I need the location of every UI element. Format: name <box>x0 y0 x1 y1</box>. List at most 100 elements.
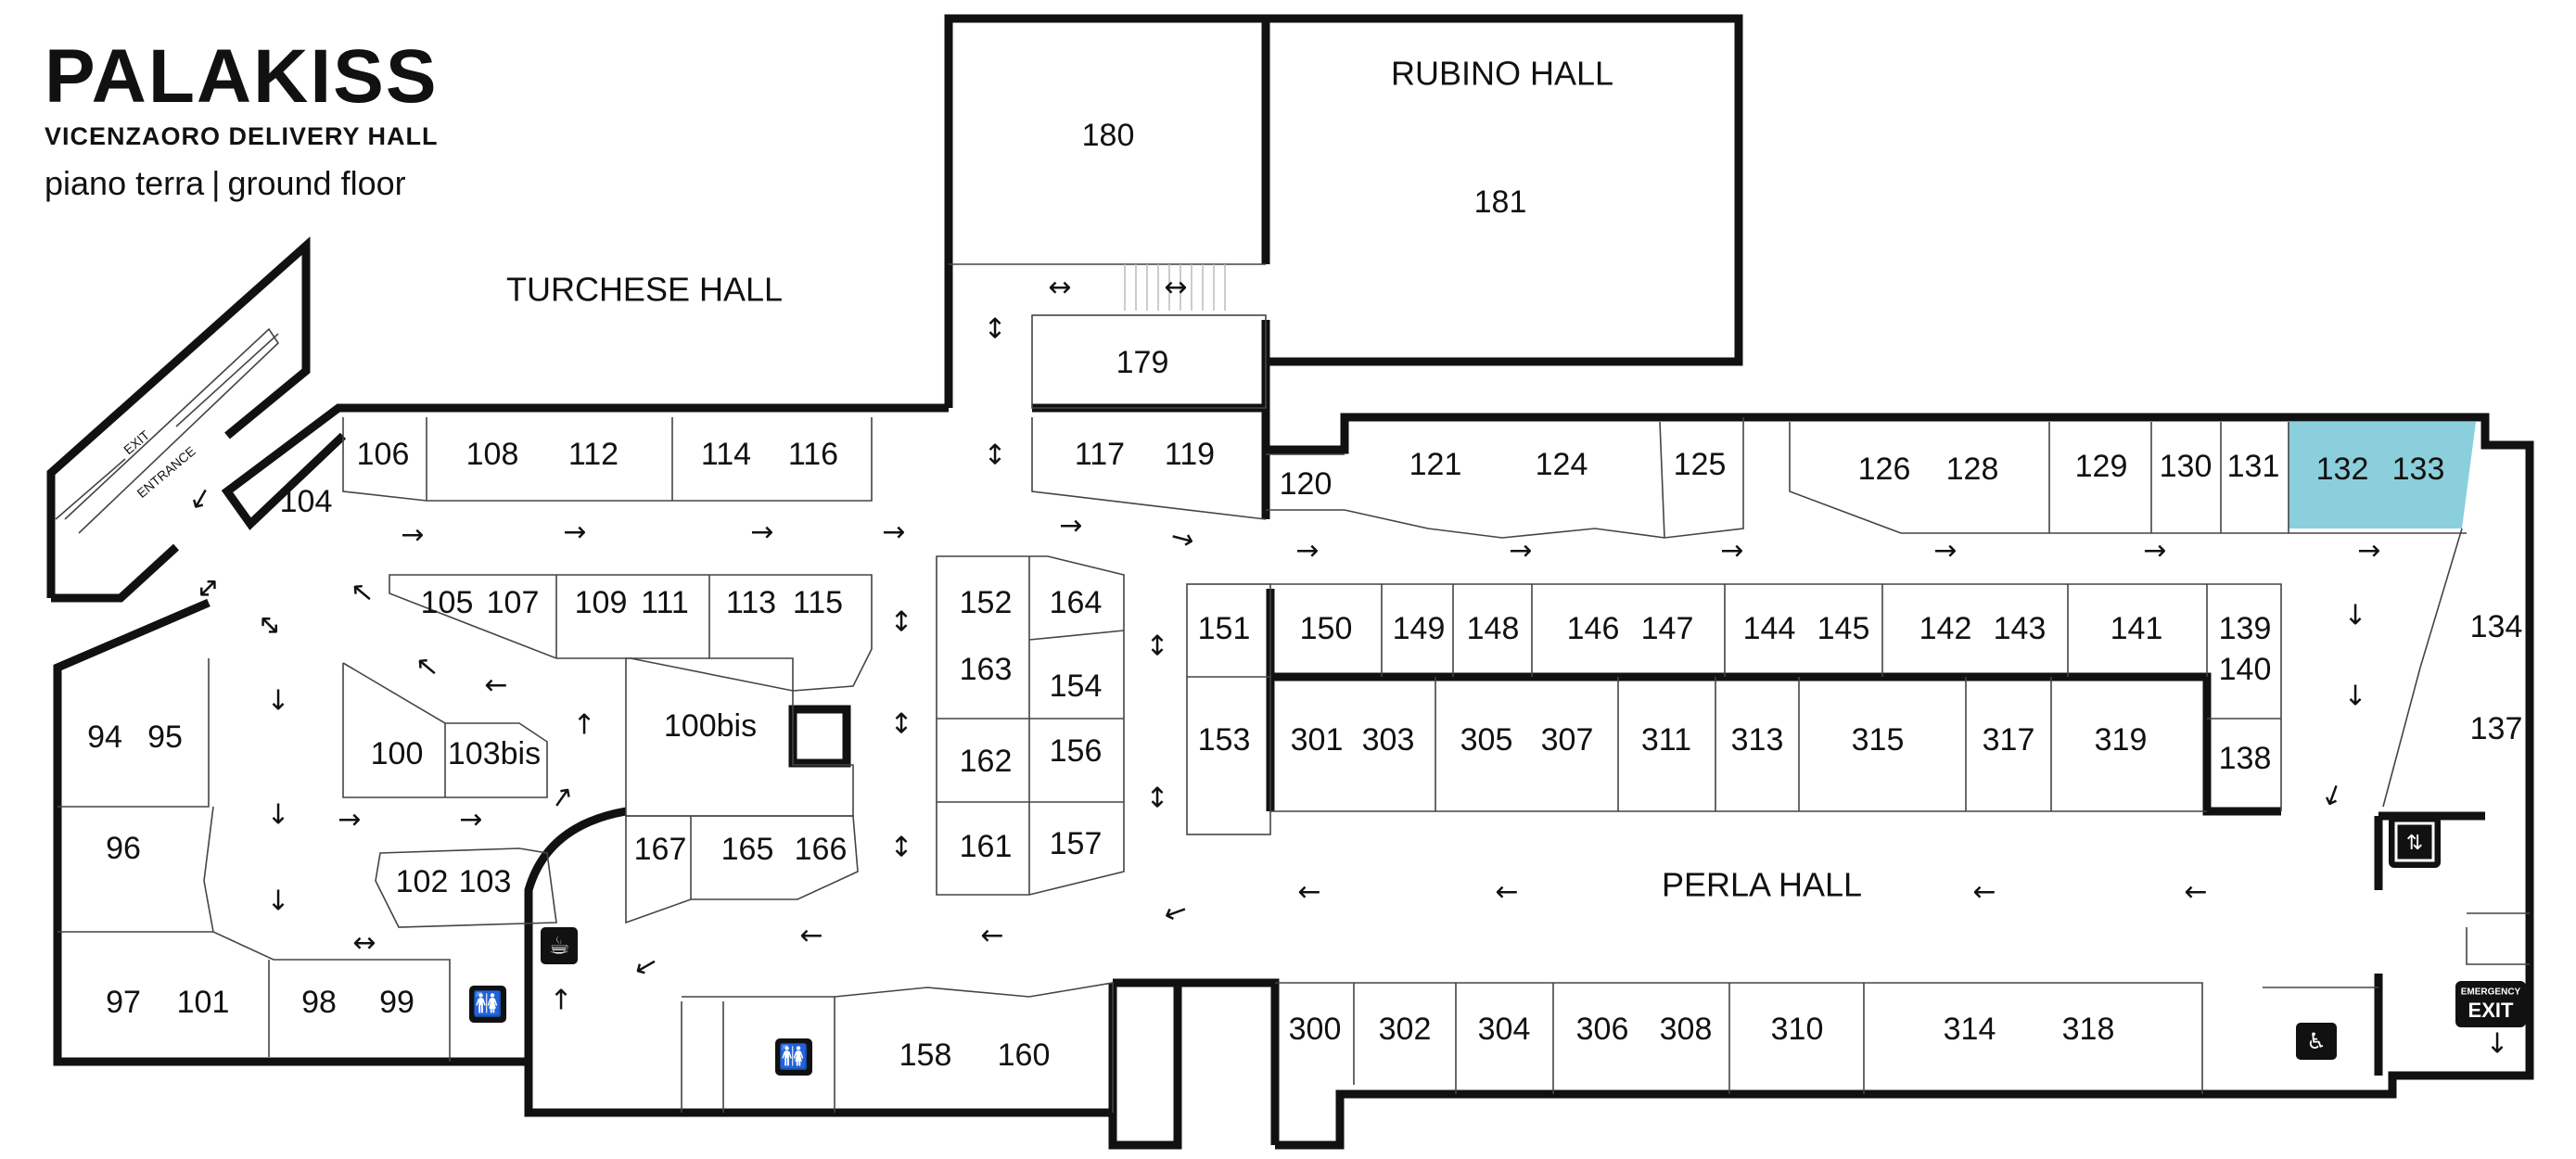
hall-turchese: TURCHESE HALL <box>506 271 783 309</box>
room-115[interactable]: 115 <box>793 585 843 620</box>
room-124[interactable]: 124 <box>1536 447 1588 482</box>
room-143[interactable]: 143 <box>1994 611 2047 646</box>
room-150[interactable]: 150 <box>1300 611 1353 646</box>
room-152[interactable]: 152 <box>960 585 1013 620</box>
room-141[interactable]: 141 <box>2111 611 2163 646</box>
room-318[interactable]: 318 <box>2062 1012 2115 1047</box>
room-137[interactable]: 137 <box>2470 711 2523 746</box>
room-300[interactable]: 300 <box>1289 1012 1342 1047</box>
room-121[interactable]: 121 <box>1409 447 1462 482</box>
emergency-exit-icon[interactable]: EMERGENCY EXIT <box>2455 981 2526 1027</box>
room-107[interactable]: 107 <box>487 585 540 620</box>
room-146[interactable]: 146 <box>1567 611 1620 646</box>
room-112[interactable]: 112 <box>568 437 618 472</box>
room-149[interactable]: 149 <box>1393 611 1446 646</box>
restroom-icon[interactable]: 🚻 <box>469 986 506 1023</box>
room-130[interactable]: 130 <box>2160 449 2213 484</box>
room-148[interactable]: 148 <box>1467 611 1520 646</box>
room-104[interactable]: 104 <box>280 484 333 519</box>
elevator-icon[interactable]: ⇅ <box>2389 816 2441 868</box>
room-106[interactable]: 106 <box>357 437 410 472</box>
room-119[interactable]: 119 <box>1165 437 1215 472</box>
room-160[interactable]: 160 <box>998 1038 1051 1073</box>
room-117[interactable]: 117 <box>1075 437 1125 472</box>
room-166[interactable]: 166 <box>795 832 848 867</box>
room-154[interactable]: 154 <box>1050 669 1103 704</box>
room-153[interactable]: 153 <box>1198 722 1251 758</box>
room-181[interactable]: 181 <box>1474 185 1527 220</box>
room-303[interactable]: 303 <box>1362 722 1415 758</box>
room-114[interactable]: 114 <box>701 437 751 472</box>
svg-text:♿: ♿ <box>2306 1028 2327 1054</box>
room-109[interactable]: 109 <box>575 585 628 620</box>
room-105[interactable]: 105 <box>421 585 474 620</box>
room-161[interactable]: 161 <box>960 829 1013 864</box>
room-305[interactable]: 305 <box>1460 722 1513 758</box>
room-307[interactable]: 307 <box>1541 722 1594 758</box>
room-156[interactable]: 156 <box>1050 733 1103 769</box>
room-302[interactable]: 302 <box>1379 1012 1432 1047</box>
room-126[interactable]: 126 <box>1858 452 1911 487</box>
room-138[interactable]: 138 <box>2219 741 2272 776</box>
room-101[interactable]: 101 <box>177 985 230 1020</box>
room-144[interactable]: 144 <box>1743 611 1796 646</box>
room-102[interactable]: 102 <box>396 864 449 899</box>
room-95[interactable]: 95 <box>147 720 183 755</box>
room-167[interactable]: 167 <box>634 832 687 867</box>
room-108[interactable]: 108 <box>466 437 519 472</box>
room-113[interactable]: 113 <box>726 585 776 620</box>
room-151[interactable]: 151 <box>1198 611 1251 646</box>
room-128[interactable]: 128 <box>1946 452 1999 487</box>
room-179[interactable]: 179 <box>1116 345 1169 380</box>
room-145[interactable]: 145 <box>1817 611 1870 646</box>
room-132[interactable]: 132 <box>2316 452 2369 487</box>
room-100bis[interactable]: 100bis <box>664 708 757 744</box>
hall-rubino: RUBINO HALL <box>1391 55 1613 93</box>
room-158[interactable]: 158 <box>899 1038 952 1073</box>
room-139[interactable]: 139 <box>2219 611 2272 646</box>
room-157[interactable]: 157 <box>1050 826 1103 861</box>
room-313[interactable]: 313 <box>1731 722 1784 758</box>
room-304[interactable]: 304 <box>1478 1012 1531 1047</box>
room-134[interactable]: 134 <box>2470 609 2523 644</box>
room-180[interactable]: 180 <box>1082 118 1135 153</box>
room-96[interactable]: 96 <box>106 831 141 866</box>
room-140[interactable]: 140 <box>2219 652 2272 687</box>
room-103bis[interactable]: 103bis <box>448 736 541 771</box>
room-301[interactable]: 301 <box>1291 722 1344 758</box>
room-142[interactable]: 142 <box>1919 611 1972 646</box>
accessible-restroom-icon[interactable]: ♿ <box>2296 1023 2337 1060</box>
room-164[interactable]: 164 <box>1050 585 1103 620</box>
room-133[interactable]: 133 <box>2392 452 2445 487</box>
arrow-right-icon: → <box>459 804 482 836</box>
room-103[interactable]: 103 <box>459 864 512 899</box>
room-125[interactable]: 125 <box>1674 447 1727 482</box>
room-308[interactable]: 308 <box>1660 1012 1713 1047</box>
room-100[interactable]: 100 <box>371 736 424 771</box>
room-129[interactable]: 129 <box>2075 449 2128 484</box>
room-116[interactable]: 116 <box>788 437 838 472</box>
room-120[interactable]: 120 <box>1280 466 1333 502</box>
room-311[interactable]: 311 <box>1641 722 1691 758</box>
room-132-133-highlight[interactable] <box>2289 422 2476 529</box>
room-131[interactable]: 131 <box>2227 449 2280 484</box>
coffee-icon[interactable]: ☕ <box>541 927 578 964</box>
room-98[interactable]: 98 <box>301 985 337 1020</box>
room-94[interactable]: 94 <box>87 720 122 755</box>
room-147[interactable]: 147 <box>1641 611 1694 646</box>
venue-name: VICENZAORO DELIVERY HALL <box>45 122 439 150</box>
room-97[interactable]: 97 <box>106 985 141 1020</box>
room-111[interactable]: 111 <box>641 585 689 620</box>
room-310[interactable]: 310 <box>1771 1012 1824 1047</box>
room-319[interactable]: 319 <box>2095 722 2148 758</box>
restroom-icon[interactable]: 🚻 <box>775 1038 812 1076</box>
room-99[interactable]: 99 <box>379 985 414 1020</box>
room-162[interactable]: 162 <box>960 744 1013 779</box>
room-163[interactable]: 163 <box>960 652 1013 687</box>
room-314[interactable]: 314 <box>1944 1012 1996 1047</box>
room-317[interactable]: 317 <box>1983 722 2035 758</box>
room-306[interactable]: 306 <box>1576 1012 1629 1047</box>
room-315[interactable]: 315 <box>1852 722 1905 758</box>
room-165[interactable]: 165 <box>721 832 774 867</box>
svg-text:⇅: ⇅ <box>2406 832 2423 855</box>
